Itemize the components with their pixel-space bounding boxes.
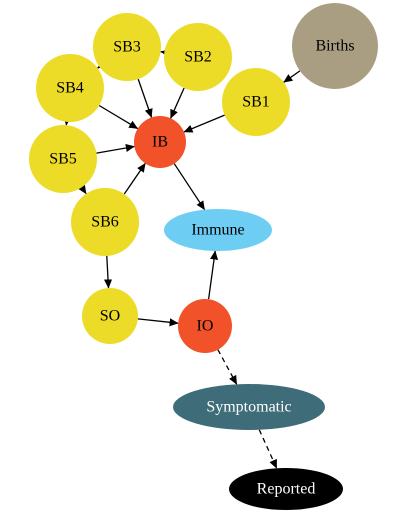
ib-label: IB xyxy=(152,134,168,151)
node-sb1: SB1 xyxy=(222,68,290,136)
node-sb5: SB5 xyxy=(29,125,97,193)
io-label: IO xyxy=(197,318,214,335)
node-sb4: SB4 xyxy=(36,54,104,122)
symptomatic-label: Symptomatic xyxy=(206,399,291,416)
sb6-label: SB6 xyxy=(91,214,119,231)
edge-io-to-symptomatic xyxy=(217,349,238,385)
node-immune: Immune xyxy=(164,209,272,251)
edge-sb5-to-sb6 xyxy=(78,184,87,195)
node-sb3: SB3 xyxy=(93,13,161,81)
sb5-shape xyxy=(29,125,97,193)
edge-so-to-io xyxy=(137,318,179,327)
edge-sb6-to-ib xyxy=(123,163,146,195)
node-births: Births xyxy=(292,3,378,89)
node-sb2: SB2 xyxy=(164,23,232,91)
immune-shape xyxy=(164,209,272,251)
edge-sb1-to-ib xyxy=(183,114,225,133)
edge-ib-to-immune xyxy=(173,163,206,211)
sb1-label: SB1 xyxy=(242,94,270,111)
edges xyxy=(63,49,301,469)
sb4-shape xyxy=(36,54,104,122)
sb3-shape xyxy=(93,13,161,81)
sb6-shape xyxy=(71,188,139,256)
ib-shape xyxy=(134,116,186,168)
node-symptomatic: Symptomatic xyxy=(173,384,325,430)
edge-sb2-to-sb3 xyxy=(160,49,170,58)
node-so: SO xyxy=(82,288,138,344)
edge-sb2-to-ib xyxy=(170,87,185,119)
sb1-shape xyxy=(222,68,290,136)
edge-sb3-to-ib xyxy=(137,78,153,118)
sb3-label: SB3 xyxy=(113,39,141,56)
edge-births-to-sb1 xyxy=(283,70,301,83)
edge-sb5-to-ib xyxy=(96,143,135,154)
nodes: Births SB1 SB2 SB3 SB4 SB5 SB6 I xyxy=(29,3,378,510)
symptomatic-shape xyxy=(173,384,325,430)
so-label: SO xyxy=(100,308,120,325)
births-label: Births xyxy=(315,38,354,55)
edge-sb6-to-so xyxy=(104,255,113,289)
sb2-label: SB2 xyxy=(184,49,212,66)
reported-label: Reported xyxy=(257,481,316,498)
io-shape xyxy=(178,299,232,353)
births-shape xyxy=(292,3,378,89)
node-ib: IB xyxy=(134,116,186,168)
node-reported: Reported xyxy=(229,468,343,510)
reported-shape xyxy=(229,468,343,510)
sb4-label: SB4 xyxy=(56,80,84,97)
sb2-shape xyxy=(164,23,232,91)
immune-label: Immune xyxy=(191,222,244,239)
edge-symptomatic-to-reported xyxy=(258,429,278,469)
node-io: IO xyxy=(178,299,232,353)
edge-io-to-immune xyxy=(207,250,219,300)
node-sb6: SB6 xyxy=(71,188,139,256)
so-shape xyxy=(82,288,138,344)
edge-sb4-to-ib xyxy=(98,104,139,130)
sb5-label: SB5 xyxy=(49,151,77,168)
edge-sb3-to-sb4 xyxy=(97,59,107,69)
